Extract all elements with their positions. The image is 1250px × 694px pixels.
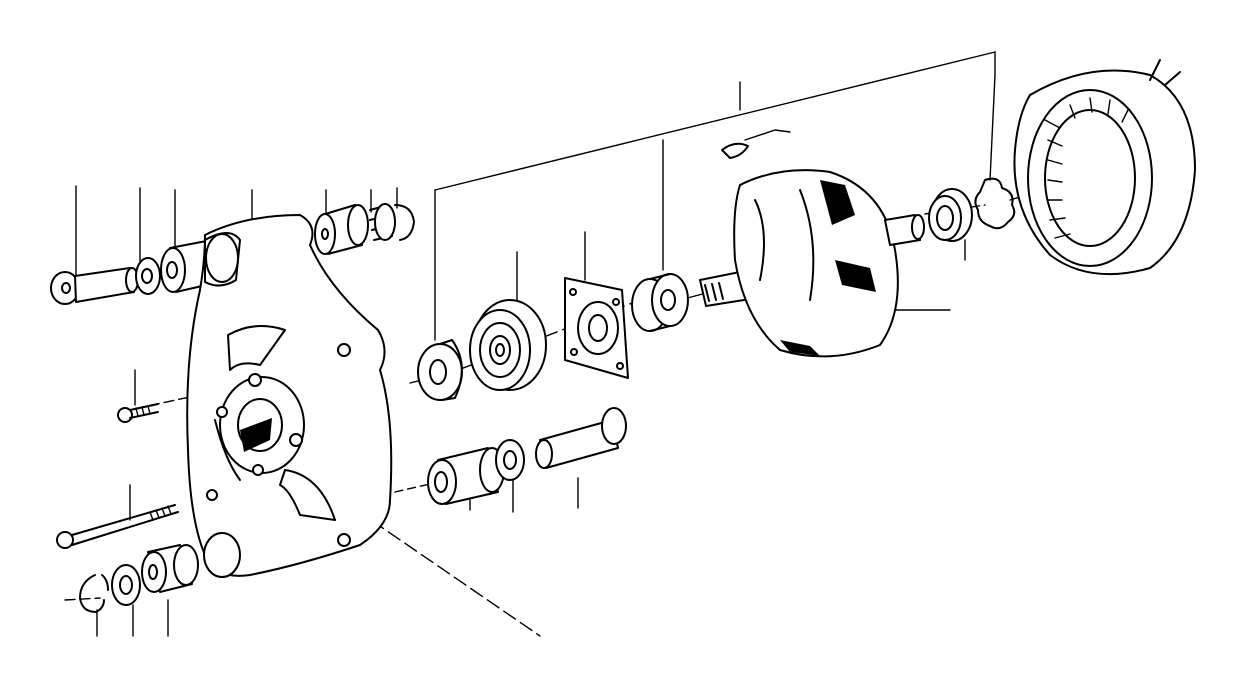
leader-lines (64, 51, 1141, 637)
retaining-spring (974, 177, 1016, 230)
washer-mid (495, 439, 525, 481)
ball-bearing (469, 299, 547, 391)
long-bolt (56, 504, 179, 549)
bushing-bottom (141, 544, 199, 593)
sleeve-bottom (427, 447, 505, 505)
collar (631, 273, 689, 332)
rotor (699, 129, 925, 358)
screw-small (117, 403, 159, 423)
pulley-bolt (50, 267, 139, 305)
circlip-bottom (79, 574, 109, 613)
spring-clip-top (369, 203, 415, 241)
bearing-cover-plate (564, 277, 629, 379)
end-housing (186, 214, 393, 578)
stator (1013, 59, 1196, 276)
spacer-ring (417, 339, 463, 401)
washer-bottom (111, 564, 141, 606)
washer-left (135, 257, 161, 295)
pin-bottom (535, 407, 627, 469)
small-bearing (928, 188, 973, 242)
sleeve-top (314, 204, 369, 255)
